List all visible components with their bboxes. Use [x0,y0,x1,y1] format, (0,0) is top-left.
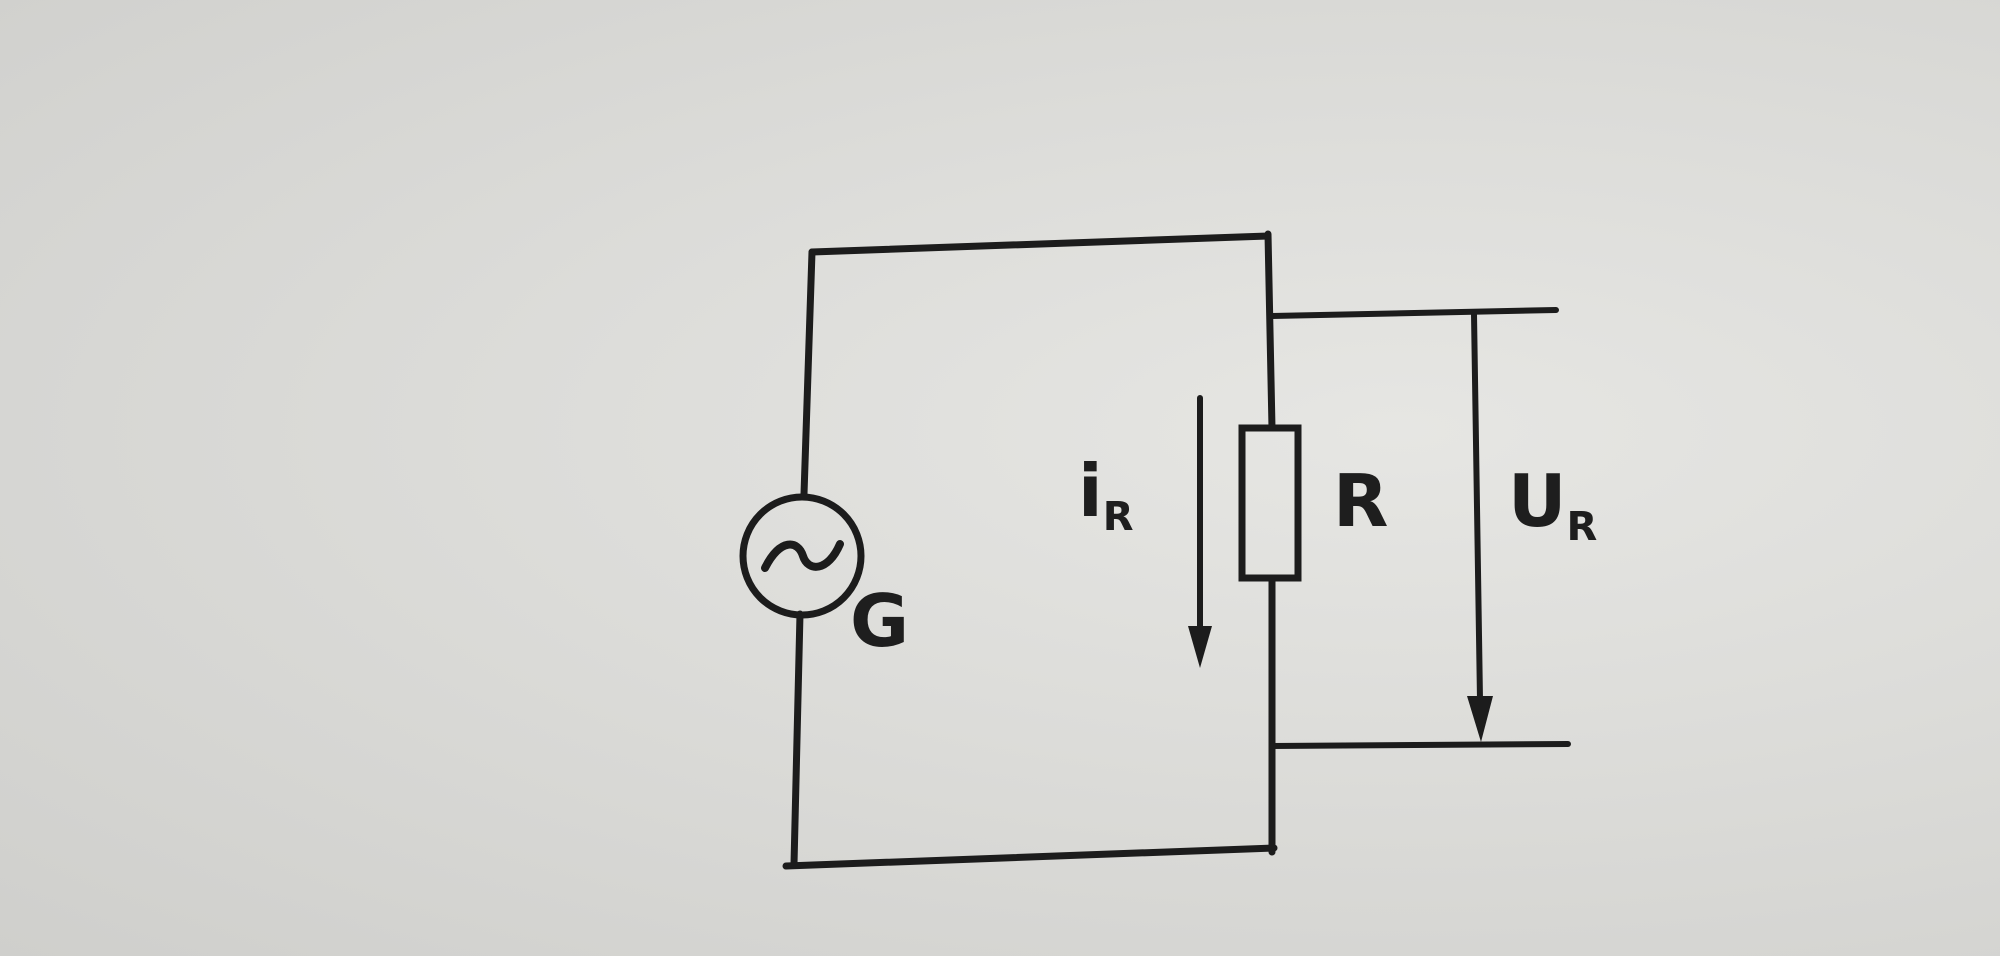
resistor-label-text: R [1333,459,1389,543]
lower-terminal-line [1269,741,1571,749]
voltage-label: UR [1508,465,1597,547]
voltage-label-sub: R [1566,504,1598,550]
bottom-wire [782,844,1278,870]
upper-terminal-line [1269,307,1559,319]
left-wire-lower [790,610,804,868]
left-wire-upper [800,248,816,498]
generator-label-text: G [850,579,910,663]
resistor-icon [1238,424,1302,582]
top-wire [808,232,1272,256]
right-wire-upper [1264,230,1276,432]
ac-source-icon [739,493,865,619]
current-arrow-icon [1188,395,1212,668]
resistor-label: R [1333,465,1388,537]
voltage-arrow-icon [1467,311,1493,742]
current-label-sub: R [1102,494,1134,540]
generator-label: G [850,585,909,657]
current-label: iR [1078,455,1134,537]
current-label-main: i [1078,449,1103,533]
voltage-label-main: U [1508,459,1567,543]
